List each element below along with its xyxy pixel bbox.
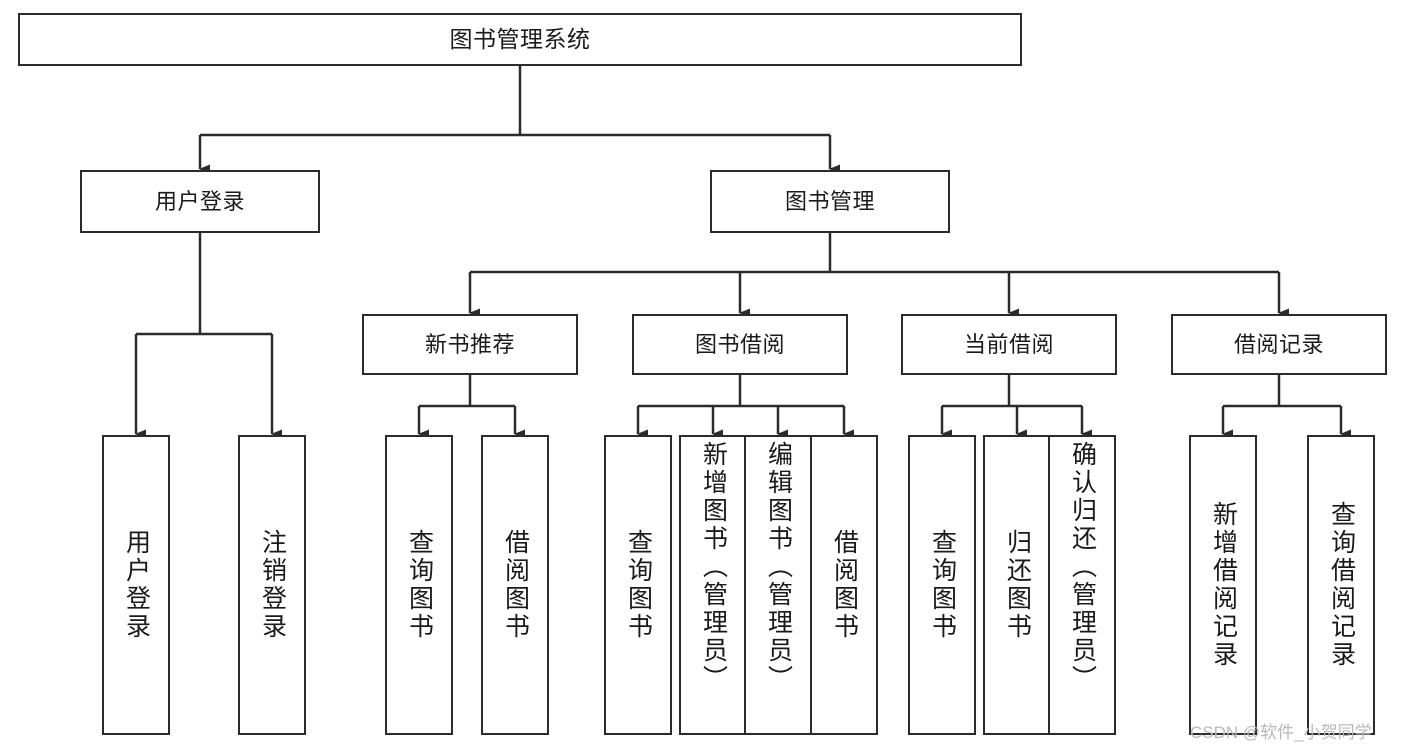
- node-leaf-rec-query[interactable]: 查询图书: [385, 435, 453, 735]
- node-label: 查询图书: [928, 529, 957, 641]
- node-label: 查询借阅记录: [1327, 501, 1356, 669]
- node-leaf-cb-confirm[interactable]: 确认归还（管理员）: [1048, 435, 1116, 735]
- node-label: 新增借阅记录: [1209, 501, 1238, 669]
- node-leaf-bb-add[interactable]: 新增图书（管理员）: [679, 435, 747, 735]
- edge-group: [134, 66, 1351, 439]
- node-label: 用户登录: [122, 529, 151, 641]
- node-leaf-rec-borrow[interactable]: 借阅图书: [481, 435, 549, 735]
- node-leaf-bb-borrow[interactable]: 借阅图书: [810, 435, 878, 735]
- node-label: 编辑图书（管理员）: [764, 441, 793, 693]
- node-leaf-cb-return[interactable]: 归还图书: [983, 435, 1051, 735]
- node-new-book-rec[interactable]: 新书推荐: [362, 314, 578, 375]
- node-leaf-cb-query[interactable]: 查询图书: [908, 435, 976, 735]
- node-label: 归还图书: [1003, 529, 1032, 641]
- node-label: 图书管理: [784, 188, 875, 214]
- node-label: 注销登录: [258, 529, 287, 641]
- node-label: 借阅图书: [830, 529, 859, 641]
- node-leaf-user-logout[interactable]: 注销登录: [238, 435, 306, 735]
- node-current-borrow[interactable]: 当前借阅: [901, 314, 1117, 375]
- node-borrow-record[interactable]: 借阅记录: [1171, 314, 1387, 375]
- node-label: 用户登录: [154, 188, 245, 214]
- node-label: 新书推荐: [424, 331, 515, 357]
- node-leaf-br-query[interactable]: 查询借阅记录: [1307, 435, 1375, 735]
- node-label: 借阅图书: [501, 529, 530, 641]
- node-label: 当前借阅: [963, 331, 1054, 357]
- watermark-text: CSDN @软件_小贺同学: [1190, 723, 1372, 742]
- node-label: 确认归还（管理员）: [1068, 441, 1097, 693]
- node-label: 查询图书: [624, 529, 653, 641]
- node-book-manage[interactable]: 图书管理: [710, 170, 950, 233]
- node-label: 借阅记录: [1233, 331, 1324, 357]
- node-leaf-user-login[interactable]: 用户登录: [102, 435, 170, 735]
- node-label: 图书借阅: [694, 331, 785, 357]
- node-user-login[interactable]: 用户登录: [80, 170, 320, 233]
- node-leaf-br-add[interactable]: 新增借阅记录: [1189, 435, 1257, 735]
- node-book-borrow[interactable]: 图书借阅: [632, 314, 848, 375]
- node-label: 图书管理系统: [449, 26, 591, 53]
- node-label: 新增图书（管理员）: [699, 441, 728, 693]
- node-label: 查询图书: [405, 529, 434, 641]
- node-root[interactable]: 图书管理系统: [18, 13, 1022, 66]
- node-leaf-bb-query[interactable]: 查询图书: [604, 435, 672, 735]
- node-leaf-bb-edit[interactable]: 编辑图书（管理员）: [744, 435, 812, 735]
